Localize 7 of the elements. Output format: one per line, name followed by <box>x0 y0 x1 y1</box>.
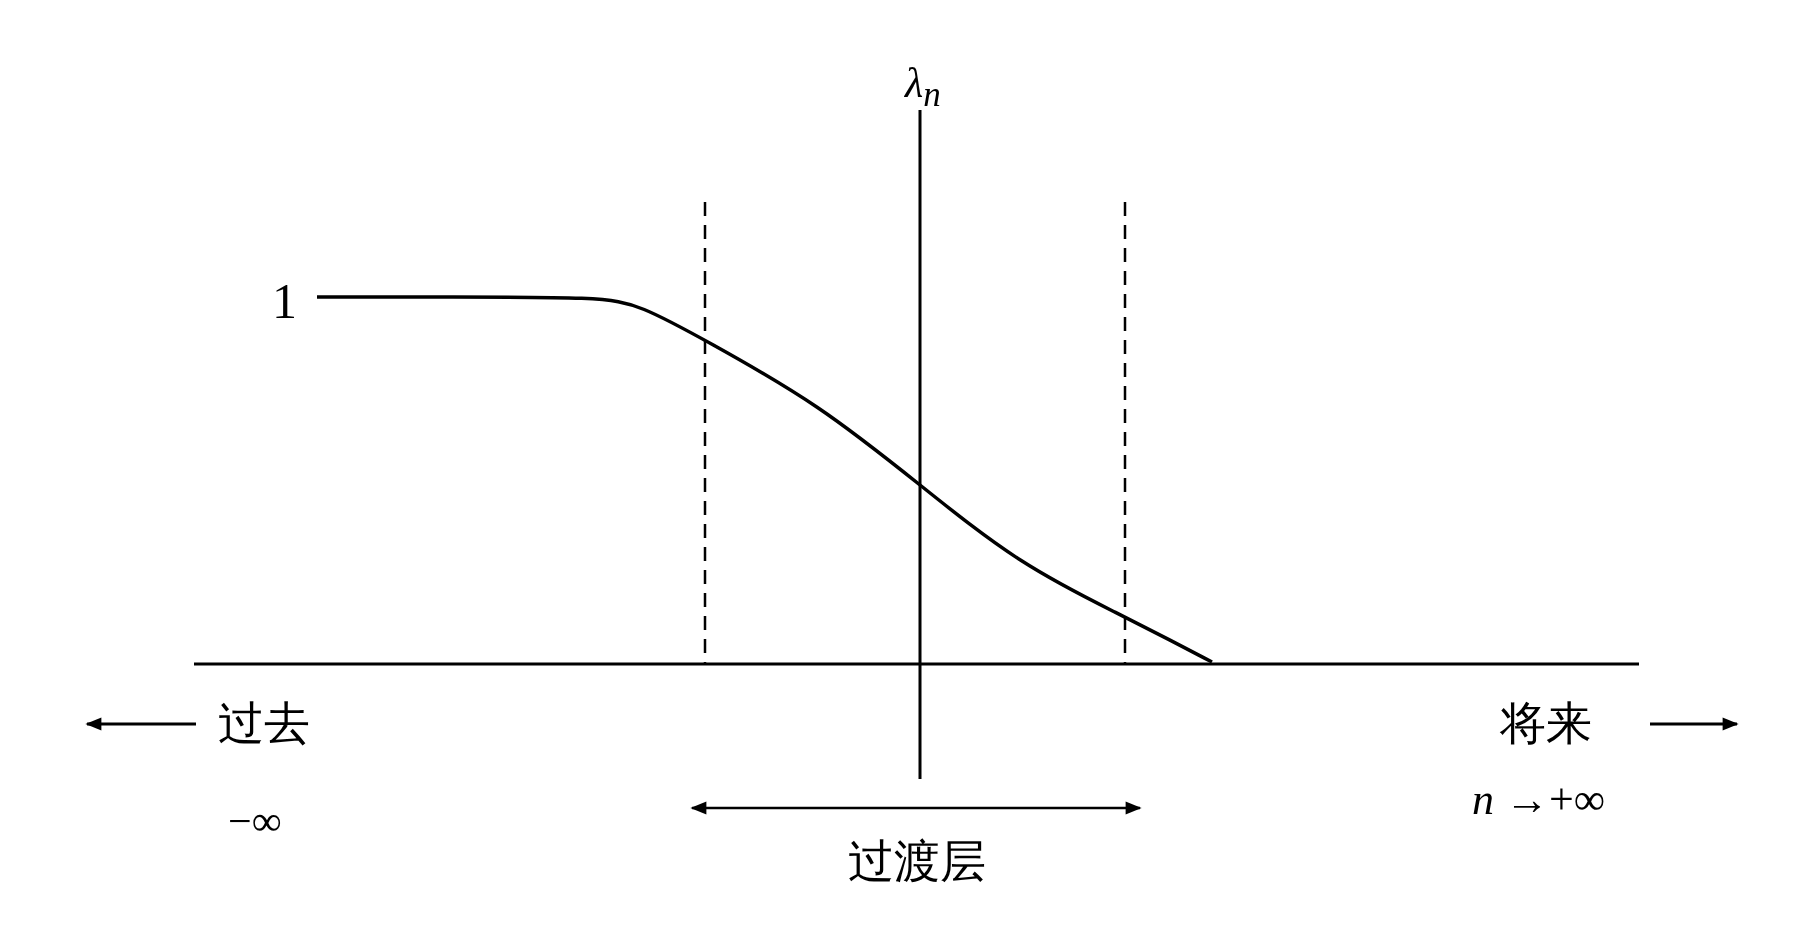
direction-label: 将来 <box>1500 700 1592 746</box>
tick-label: 1 <box>272 276 297 326</box>
limit-label: n →+∞ <box>1472 778 1606 822</box>
axis-label: λ$_{n}$ <box>905 62 941 113</box>
direction-label: 过去 <box>218 700 310 746</box>
limit-label: −∞ <box>228 800 282 842</box>
region-label: 过渡层 <box>848 838 986 884</box>
